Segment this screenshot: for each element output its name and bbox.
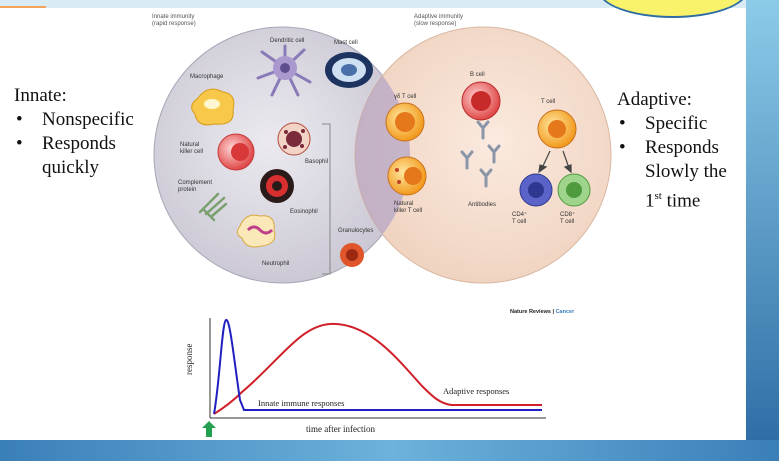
innate-header-sub: (rapid response): [152, 21, 196, 27]
granulocytes-label: Granulocytes: [338, 228, 373, 234]
macrophage-label: Macrophage: [190, 74, 224, 80]
nk-label-2: killer cell: [180, 149, 203, 155]
antibody-glyphs: [460, 120, 501, 188]
macrophage-cell: [191, 88, 235, 126]
b-cell-label: B cell: [470, 72, 485, 78]
gd-t-label: γδ T cell: [394, 94, 416, 100]
innate-heading: Innate:: [14, 85, 67, 106]
complement-protein: [198, 192, 228, 222]
complement-label-2: protein: [178, 187, 196, 193]
antibodies-label: Antibodies: [468, 202, 496, 208]
cd4-t-cell: [519, 173, 553, 207]
adaptive-heading: Adaptive:: [617, 89, 692, 110]
nkt-cell: [387, 156, 427, 196]
dendritic-cell: [256, 44, 312, 97]
neutrophil-cell: [236, 214, 276, 248]
mast-cell: [325, 52, 373, 88]
cd8-t-cell: [557, 173, 591, 207]
innate-header: Innate immunity: [152, 14, 194, 20]
innate-point: Responds quickly: [14, 132, 134, 180]
credit-prefix: Nature Reviews |: [510, 309, 556, 315]
dendritic-label: Dendritic cell: [270, 38, 304, 44]
nk-label: Natural: [180, 142, 199, 148]
neutrophil-label: Neutrophil: [262, 261, 289, 267]
adaptive-header: Adaptive immunity: [414, 14, 463, 20]
right-edge-band: [746, 0, 779, 461]
cd8-label: CD8⁺: [560, 211, 575, 218]
accent-line: [0, 6, 46, 9]
top-strip: [0, 0, 779, 8]
innate-summary: Innate: Nonspecific Responds quickly: [14, 84, 134, 180]
nkt-label: Natural: [394, 201, 413, 207]
basophil-label: Basophil: [305, 159, 328, 165]
svg-text:Nature Reviews | Cancer: Nature Reviews | Cancer: [510, 309, 575, 315]
adaptive-curve-label: Adaptive responses: [443, 386, 509, 396]
nkt-label-2: killer T cell: [394, 208, 422, 214]
bottom-band: [0, 440, 779, 461]
b-cell: [461, 81, 501, 121]
innate-point: Nonspecific: [14, 108, 134, 132]
credit-journal: Cancer: [556, 309, 576, 315]
innate-curve-label: Innate immune responses: [258, 398, 344, 408]
granulocyte-cell: [340, 243, 364, 267]
basophil-cell: [277, 122, 311, 156]
t-cell: [537, 109, 577, 149]
complement-label: Complement: [178, 180, 212, 186]
plot-ylabel: response: [184, 344, 194, 376]
innate-response-curve: [213, 318, 542, 415]
response-plot: response time after infection Innate imm…: [184, 318, 546, 437]
cd4-label-2: T cell: [512, 219, 526, 225]
adaptive-header-sub: (slow response): [414, 21, 456, 27]
cd4-label: CD4⁺: [512, 211, 527, 218]
adaptive-point: Specific: [617, 112, 727, 136]
eosinophil-label: Eosinophil: [290, 209, 318, 215]
mast-label: Mast cell: [334, 40, 358, 46]
gd-t-cell: [385, 102, 425, 142]
t-cell-label: T cell: [541, 99, 555, 105]
t-cell-arrows: [538, 150, 572, 174]
eosinophil-cell: [260, 169, 294, 203]
infection-marker-icon: [202, 421, 216, 437]
granulocyte-bracket: [322, 123, 331, 275]
cd8-label-2: T cell: [560, 219, 574, 225]
plot-xlabel: time after infection: [306, 424, 375, 434]
nk-cell: [217, 133, 255, 171]
